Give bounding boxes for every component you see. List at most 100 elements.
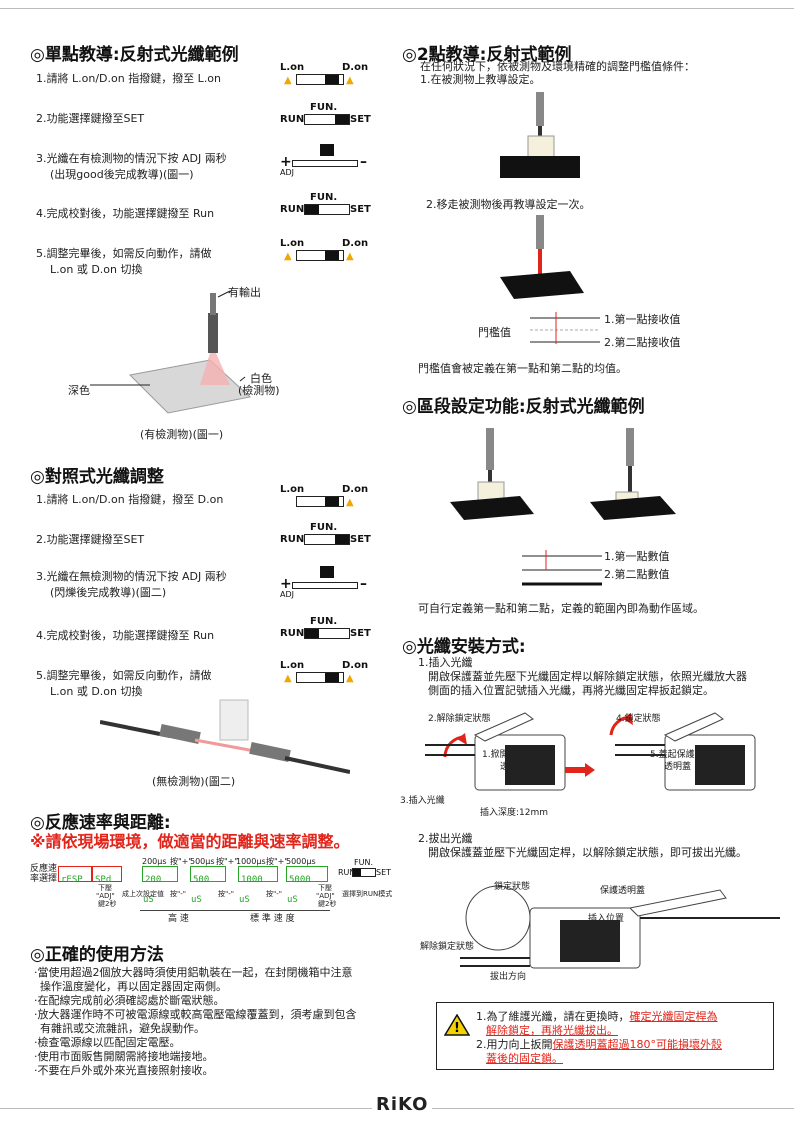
display-text: 200 uS	[143, 875, 162, 905]
under-label: "ADJ"	[96, 892, 115, 900]
arrow-up-icon: ▲	[284, 75, 292, 86]
lon-label: L.on	[280, 62, 305, 73]
under-label: 按"-"	[266, 890, 282, 898]
usage-item: ·檢查電源線以匹配固定電壓。	[34, 1036, 181, 1049]
section-title-two-point: ◎2點教導:反射式範例	[402, 45, 572, 65]
usage-item: ·使用市面販售開關需將接地端接地。	[34, 1050, 214, 1063]
row-label: 率選擇	[30, 874, 58, 884]
don-label: D.on	[342, 660, 369, 671]
speed-label: 1000μs	[236, 857, 266, 866]
run-label: RUN	[280, 628, 305, 639]
scale-standard: 標 準 速 度	[250, 914, 295, 924]
usage-item: ·當使用超過2個放大器時須使用鋁軌裝在一起，在封閉機箱中注意	[34, 966, 353, 979]
step-text: 1.請將 L.on/D.on 指撥鍵，撥至 D.on	[36, 493, 224, 506]
step-text: 3.光纖在無檢測物的情況下按 ADJ 兩秒	[36, 570, 227, 583]
install-figure	[425, 712, 756, 791]
under-label: 成上次設定值	[122, 890, 164, 898]
row-label: 反應速	[30, 864, 58, 874]
display-500: 500 uS	[190, 866, 226, 905]
speed-label: 5000μs	[286, 857, 316, 866]
step-text: 5.調整完畢後，如需反向動作，請做	[36, 669, 212, 682]
lon-don-switch-diagram: L.on D.on ▲ ▲	[280, 660, 370, 688]
svg-text:!: !	[454, 1021, 460, 1036]
set-label: SET	[376, 868, 392, 877]
arrow-up-icon: ▲	[346, 75, 354, 86]
fun-label: FUN.	[310, 102, 338, 113]
step-text: 1.請將 L.on/D.on 指撥鍵，撥至 L.on	[36, 72, 222, 85]
run-label: RUN	[280, 204, 305, 215]
under-label: 鍵2秒	[98, 900, 117, 908]
step-text: 4.完成校對後，功能選擇鍵撥至 Run	[36, 629, 215, 642]
figure-label: 深色	[68, 384, 90, 397]
under-label: 下壓	[318, 884, 332, 892]
install-fig-label: 2.解除鎖定狀態	[428, 714, 491, 724]
speed-label: 按"+"	[266, 857, 289, 866]
step-text: 2.功能選擇鍵撥至SET	[36, 533, 145, 546]
point-label: 1.第一點數值	[604, 550, 670, 563]
threshold-diagram	[530, 312, 600, 344]
removal-fig-label: 拔出方向	[490, 972, 527, 982]
display-text: 1000 uS	[239, 875, 263, 905]
point-label: 1.第一點接收值	[604, 313, 681, 326]
figure-label: 白色	[250, 372, 272, 385]
fun-label: FUN.	[310, 522, 338, 533]
under-label: 選擇到RUN模式	[342, 890, 393, 898]
lon-label: L.on	[280, 238, 305, 249]
set-label: SET	[350, 628, 371, 639]
plus-label: +	[280, 154, 292, 170]
step-text: 2.移走被測物後再教導設定一次。	[426, 198, 591, 211]
arrow-up-icon: ▲	[346, 673, 354, 684]
display-200: 200 uS	[142, 866, 178, 905]
install-step-title: 2.拔出光纖	[418, 832, 473, 845]
adj-switch-diagram: + – ADJ	[280, 140, 370, 177]
figure-caption: (無檢測物)(圖二)	[152, 775, 236, 788]
adj-knob-icon	[320, 566, 334, 578]
section-title-through-beam: ◎對照式光纖調整	[30, 467, 164, 487]
warning-icon: !	[444, 1014, 470, 1036]
lon-don-switch-diagram: L.on D.on ▲	[280, 484, 370, 512]
install-step-title: 1.插入光纖	[418, 656, 473, 669]
removal-figure	[460, 885, 780, 969]
point-label: 2.第二點數值	[604, 568, 670, 581]
arrow-up-icon: ▲	[284, 251, 292, 262]
display-spd: SPd	[92, 866, 122, 885]
section-title-usage: ◎正確的使用方法	[30, 945, 164, 965]
note-text: 蓋後的固定鎖。	[486, 1052, 563, 1065]
display-resp: rESP	[58, 866, 92, 885]
note-part: 確定光纖固定桿為	[629, 1010, 718, 1023]
lon-label: L.on	[280, 660, 305, 671]
step-text: 5.調整完畢後，如需反向動作，請做	[36, 247, 212, 260]
install-fig-label: 透明蓋	[500, 762, 528, 772]
install-fig-label: 透明蓋	[664, 762, 692, 772]
fun-switch-diagram: FUN. RUN SET	[280, 616, 371, 644]
removal-fig-label: 插入位置	[588, 914, 625, 924]
display-text: 5000 uS	[287, 875, 311, 905]
step-text: 3.光纖在有檢測物的情況下按 ADJ 兩秒	[36, 152, 227, 165]
display-text: rESP	[61, 875, 83, 885]
don-label: D.on	[342, 62, 369, 73]
point-label: 2.第二點接收值	[604, 336, 681, 349]
caution-note-box	[436, 1002, 774, 1070]
adj-label: ADJ	[280, 590, 294, 599]
speed-warning: ※請依現場環境，做適當的距離與速率調整。	[30, 832, 350, 851]
speed-label: 500μs	[190, 857, 215, 866]
don-label: D.on	[342, 484, 369, 495]
run-label: RUN	[338, 868, 356, 877]
usage-item: 有雜訊或交流雜訊，避免誤動作。	[40, 1022, 205, 1035]
fun-switch-diagram: FUN. RUN SET	[280, 522, 371, 550]
minus-label: –	[360, 154, 367, 170]
don-label: D.on	[342, 238, 369, 249]
step-text: L.on 或 D.on 切換	[50, 263, 143, 276]
figure-label: 有輸出	[228, 286, 261, 299]
fun-label: FUN.	[310, 616, 338, 627]
removal-fig-label: 保護透明蓋	[600, 886, 646, 896]
install-fig-label: 3.插入光纖	[400, 796, 445, 806]
threshold-label: 門檻值	[478, 326, 511, 339]
removal-fig-label: 鎖定狀態	[494, 882, 531, 892]
install-fig-label: 5.蓋起保護	[650, 750, 695, 760]
note-text: 解除鎖定，再將光纖拔出。	[486, 1024, 618, 1037]
install-text: 開啟保護蓋並先壓下光纖固定桿以解除鎖定狀態，依照光纖放大器	[428, 670, 747, 683]
run-label: RUN	[280, 534, 305, 545]
two-point-figure-1	[500, 92, 580, 178]
lon-don-switch-diagram: L.on D.on ▲ ▲	[280, 238, 370, 266]
